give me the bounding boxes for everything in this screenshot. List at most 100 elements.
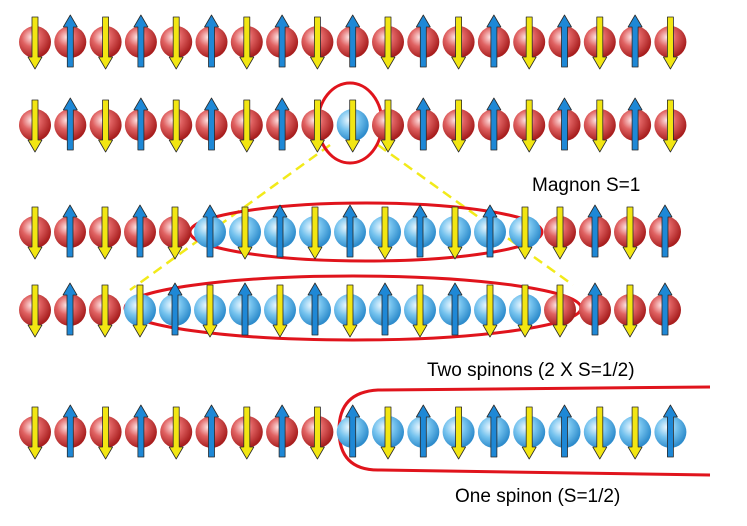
spin-up-arrow — [167, 282, 183, 336]
spin-down-arrow — [663, 99, 678, 153]
spin-up-arrow — [272, 204, 288, 258]
spin-down-arrow — [521, 16, 537, 70]
spin-down-arrow — [592, 406, 608, 460]
spin-up-arrow — [657, 204, 673, 258]
guide-dashed-line — [377, 143, 574, 287]
spin-down-arrow — [98, 99, 113, 153]
spin-up-arrow — [204, 14, 219, 68]
spin-up-arrow — [486, 97, 502, 151]
spin-down-arrow — [97, 206, 113, 260]
spin-up-arrow — [342, 204, 358, 258]
spin-down-arrow — [622, 284, 638, 338]
spin-down-arrow — [627, 406, 643, 460]
spin-up-arrow — [133, 404, 149, 458]
spin-down-arrow — [132, 284, 148, 338]
spin-up-arrow — [133, 97, 149, 151]
spin-up-arrow — [133, 14, 149, 68]
spin-down-arrow — [239, 99, 255, 153]
spin-down-arrow — [27, 99, 43, 153]
spin-up-arrow — [627, 14, 643, 68]
spin-down-arrow — [167, 206, 183, 260]
spin-up-arrow — [345, 404, 361, 458]
spin-down-arrow — [345, 99, 361, 153]
chain-single-flip — [19, 97, 687, 153]
spin-down-arrow — [482, 284, 498, 338]
spin-down-arrow — [309, 99, 325, 153]
spin-down-arrow — [272, 284, 288, 338]
chain-two-spinons — [19, 282, 681, 338]
spin-up-arrow — [587, 282, 603, 336]
spin-up-arrow — [274, 14, 290, 68]
spin-chains — [19, 14, 687, 460]
spin-down-arrow — [380, 16, 396, 70]
spin-down-arrow — [202, 284, 218, 338]
spin-up-arrow — [237, 282, 253, 336]
spin-up-arrow — [274, 404, 290, 458]
spin-up-arrow — [557, 97, 572, 151]
spin-down-arrow — [342, 284, 358, 338]
spin-down-arrow — [98, 406, 113, 460]
spin-up-arrow — [557, 404, 572, 458]
spin-up-arrow — [663, 404, 678, 458]
spin-down-arrow — [307, 206, 323, 260]
spin-down-arrow — [239, 16, 255, 70]
spin-up-arrow — [62, 204, 78, 258]
spin-down-arrow — [27, 284, 43, 338]
spin-up-arrow — [62, 282, 78, 336]
guide-lines — [129, 143, 574, 292]
spin-down-arrow — [380, 406, 396, 460]
spin-down-arrow — [622, 206, 638, 260]
spin-up-arrow — [345, 14, 361, 68]
spin-up-arrow — [486, 404, 502, 458]
spin-up-arrow — [657, 282, 673, 336]
spin-down-arrow — [239, 406, 255, 460]
spin-up-arrow — [587, 204, 603, 258]
spin-down-arrow — [309, 16, 325, 70]
spin-down-arrow — [552, 284, 568, 338]
spin-down-arrow — [521, 99, 537, 153]
spin-down-arrow — [380, 99, 396, 153]
spin-up-arrow — [204, 404, 219, 458]
spin-up-arrow — [415, 97, 431, 151]
spin-up-arrow — [447, 282, 463, 336]
spin-down-arrow — [517, 284, 533, 338]
spin-down-arrow — [98, 16, 113, 70]
spin-down-arrow — [552, 206, 568, 260]
spin-up-arrow — [415, 404, 431, 458]
two-spinons-label: Two spinons (2 X S=1/2) — [427, 360, 635, 381]
spin-down-arrow — [168, 406, 184, 460]
guide-dashed-line — [129, 143, 331, 292]
spin-down-arrow — [27, 16, 43, 70]
spin-up-arrow — [202, 204, 218, 258]
spin-down-arrow — [27, 206, 43, 260]
spin-up-arrow — [204, 97, 219, 151]
chain-one-spinon — [19, 404, 687, 460]
spin-down-arrow — [451, 99, 467, 153]
chain-ground-state — [19, 14, 687, 70]
spin-up-arrow — [132, 204, 148, 258]
spin-down-arrow — [517, 206, 533, 260]
one-spinon-label: One spinon (S=1/2) — [455, 486, 620, 507]
spin-down-arrow — [663, 16, 678, 70]
spin-down-arrow — [27, 406, 43, 460]
spin-down-arrow — [237, 206, 253, 260]
spin-up-arrow — [557, 14, 572, 68]
spin-up-arrow — [62, 14, 78, 68]
spin-up-arrow — [415, 14, 431, 68]
spin-up-arrow — [482, 204, 498, 258]
spin-up-arrow — [274, 97, 290, 151]
spin-down-arrow — [451, 406, 467, 460]
spin-up-arrow — [62, 97, 78, 151]
spin-down-arrow — [309, 406, 325, 460]
chain-magnon — [19, 204, 681, 260]
spin-up-arrow — [62, 404, 78, 458]
spin-up-arrow — [412, 204, 428, 258]
spin-down-arrow — [447, 206, 463, 260]
spin-down-arrow — [592, 99, 608, 153]
spin-down-arrow — [521, 406, 537, 460]
spin-up-arrow — [486, 14, 502, 68]
spin-down-arrow — [592, 16, 608, 70]
spin-down-arrow — [451, 16, 467, 70]
spin-down-arrow — [168, 16, 184, 70]
